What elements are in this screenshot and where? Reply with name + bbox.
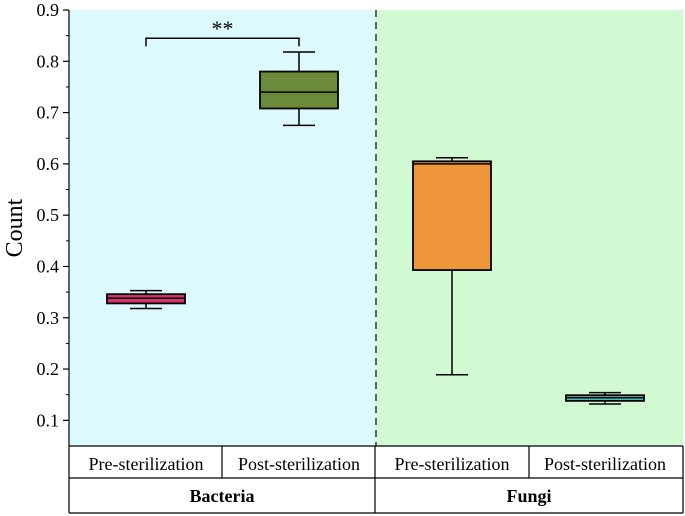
box-bacteria-post-sterilization	[259, 51, 339, 127]
iqr-box	[412, 160, 492, 271]
x-category-label: Pre-sterilization	[89, 454, 204, 474]
x-category-label: Post-sterilization	[238, 454, 360, 474]
y-tick-label: 0.6	[37, 154, 60, 174]
box-fungi-pre-sterilization	[412, 156, 492, 376]
y-tick-label: 0.9	[37, 0, 60, 20]
x-category-label: Post-sterilization	[544, 454, 666, 474]
significance-label: **	[212, 16, 234, 41]
x-category-table: Pre-sterilization Post-sterilizationBacte…	[68, 445, 684, 514]
y-tick-label: 0.5	[37, 205, 60, 225]
y-tick-label: 0.4	[37, 256, 60, 276]
significance-bracket: **	[145, 16, 300, 47]
y-axis-title: Count	[2, 198, 28, 257]
x-group-label: Fungi	[506, 486, 551, 506]
y-tick-label: 0.2	[37, 359, 60, 379]
iqr-box	[259, 70, 339, 110]
y-tick-label: 0.8	[37, 51, 60, 71]
bracket-line	[145, 37, 300, 47]
x-category-label: Pre-sterilization	[395, 454, 510, 474]
box-bacteria-pre-sterilization	[106, 289, 186, 310]
x-group-label: Bacteria	[190, 486, 255, 506]
box-fungi-post-sterilization	[565, 391, 645, 405]
y-tick-label: 0.3	[37, 308, 60, 328]
annotations: **	[145, 16, 300, 47]
y-tick-label: 0.7	[37, 103, 60, 123]
y-axis: 0.1 0.2 0.3 0.4 0.5 0.6 0.7 0.8 0.9	[37, 0, 70, 446]
y-tick-label: 0.1	[37, 410, 60, 430]
boxes	[106, 51, 645, 405]
